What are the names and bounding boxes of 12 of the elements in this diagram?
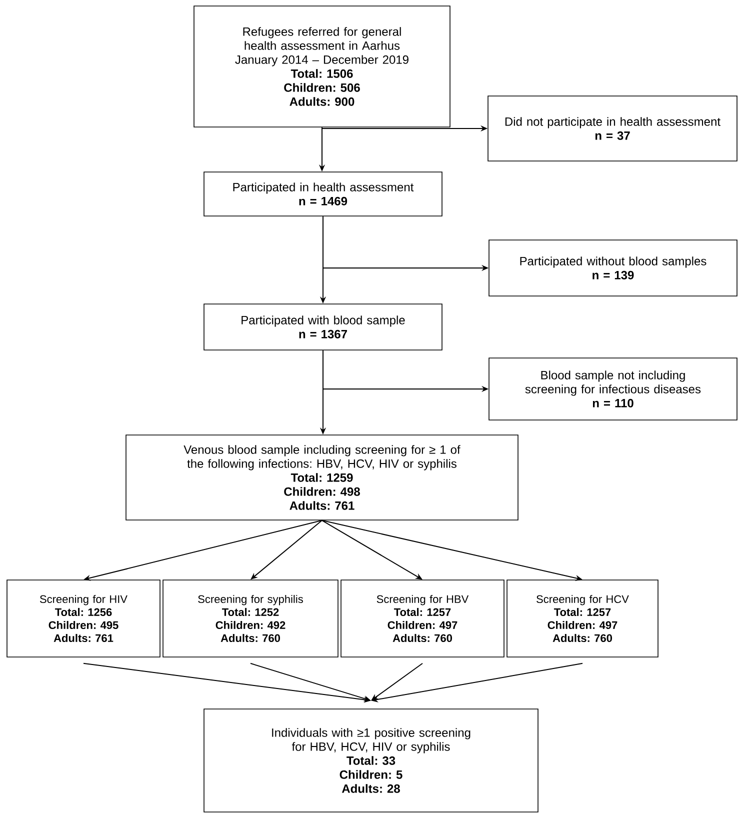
process-box: Did not participate in health assessment n = 37 bbox=[488, 96, 738, 162]
process-box: Screening for HCV Total: 1257 Children: 497 Adults: 760 bbox=[506, 580, 658, 658]
process-box: Participated in health assessment n = 1469 bbox=[204, 172, 442, 216]
process-box: Blood sample not including screening for infectious diseases n = 110 bbox=[488, 358, 738, 420]
process-box: Screening for syphilis Total: 1252 Children: 492 Adults: 760 bbox=[162, 580, 338, 658]
process-box: Screening for HIV Total: 1256 Children: 495 Adults: 761 bbox=[6, 580, 160, 658]
process-box: Venous blood sample including screening for ≥ 1 of the following infections: HBV, HCV, HIV or syphilis Total: 1259 Children: 498 Adults: 761 bbox=[126, 434, 518, 520]
process-box: Participated without blood samples n = 139 bbox=[488, 240, 738, 296]
process-box: Refugees referred for general health assessment in Aarhus January 2014 – December 2019 Total: 1506 Children: 506 Adults: 900 bbox=[194, 6, 450, 128]
process-box: Participated with blood sample n = 1367 bbox=[204, 304, 442, 350]
process-box: Individuals with ≥1 positive screening for HBV, HCV, HIV or syphilis Total: 33 Children: 5 Adults: 28 bbox=[204, 708, 538, 812]
process-box: Screening for HBV Total: 1257 Children: 497 Adults: 760 bbox=[340, 580, 504, 658]
